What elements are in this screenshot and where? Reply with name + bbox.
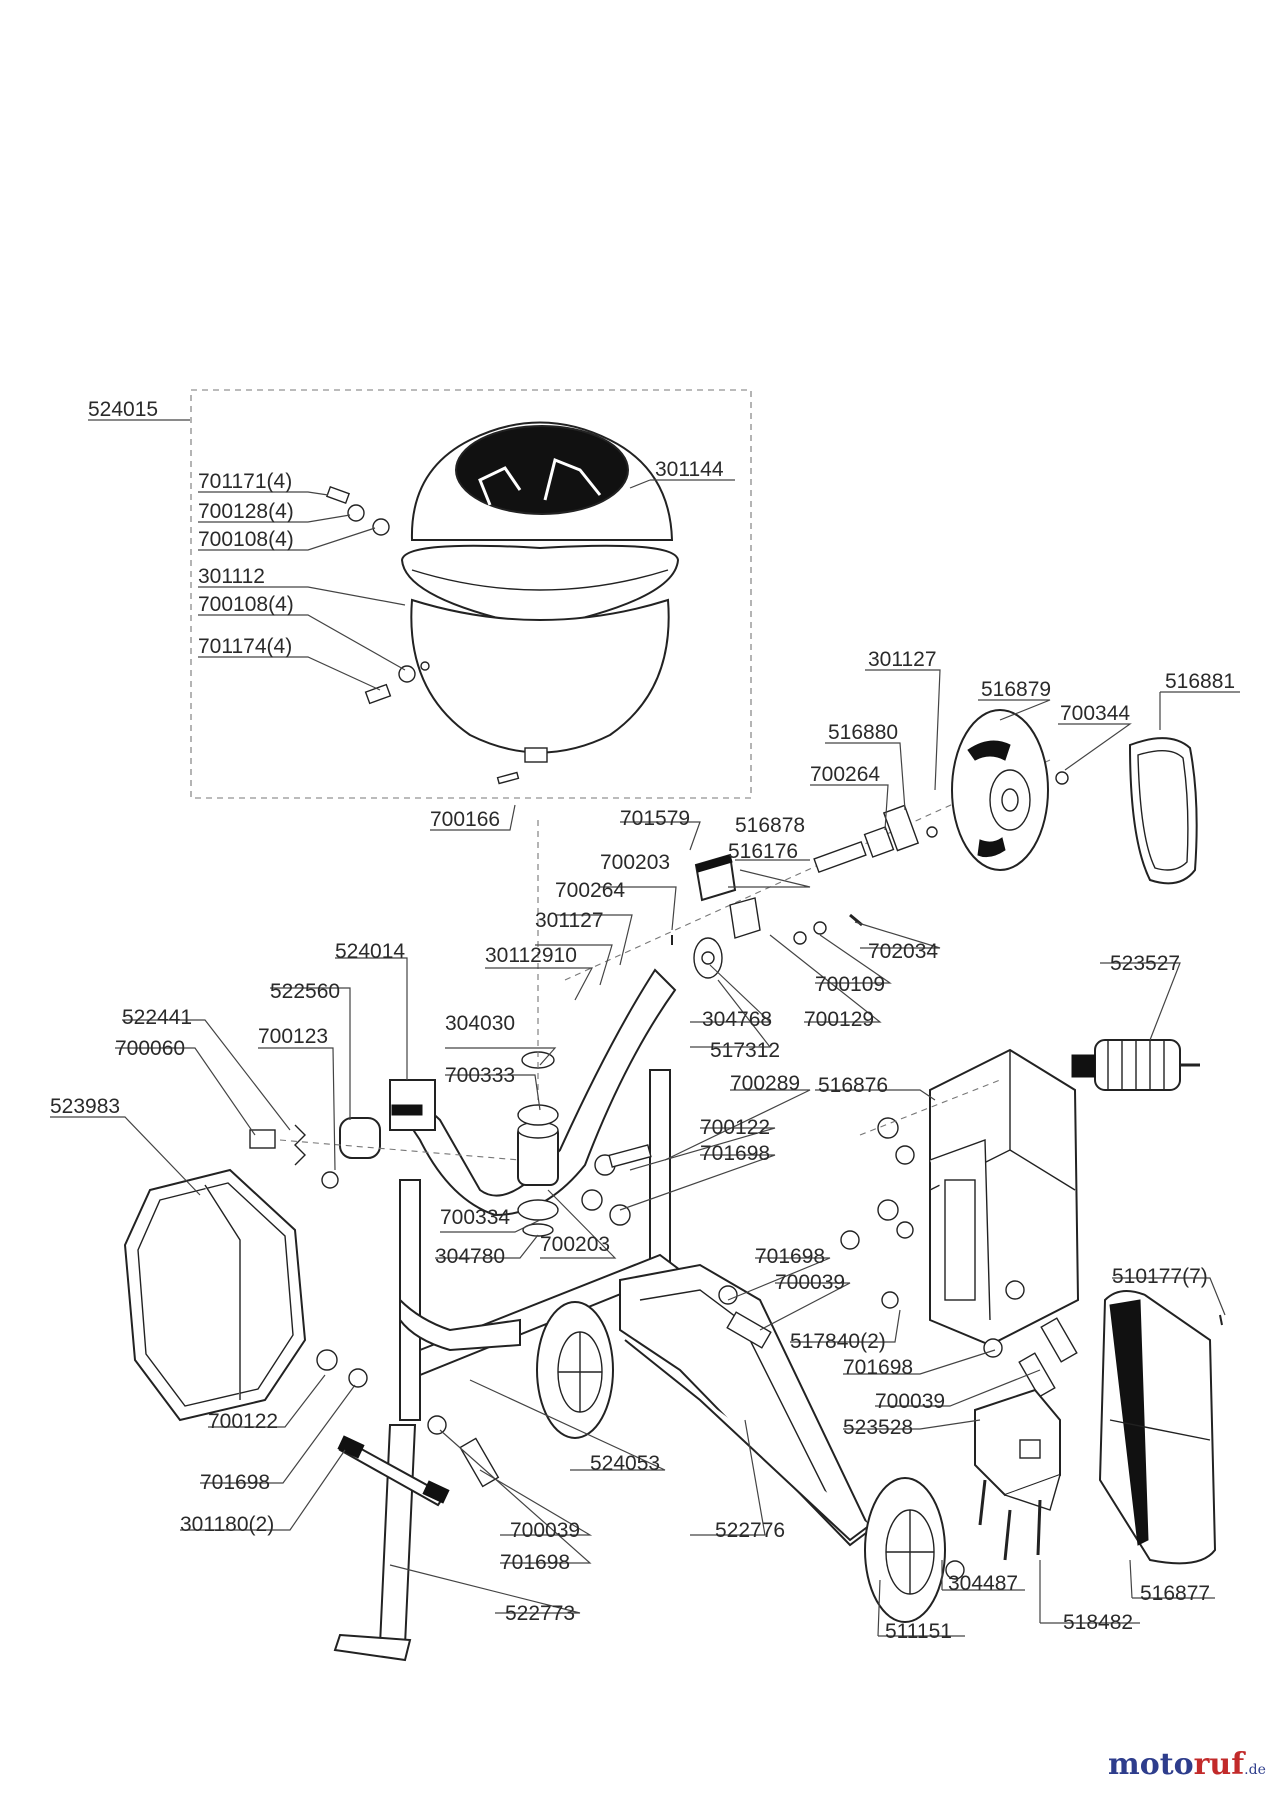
label-516176: 516176 — [728, 840, 798, 863]
label-301127-a: 301127 — [868, 648, 937, 671]
label-301127-b: 301127 — [535, 909, 604, 932]
part-labels: 524015 301144 701171(4) 700128(4) 700108… — [50, 398, 1235, 1643]
label-700039-b: 700039 — [875, 1390, 945, 1413]
label-700264-a: 700264 — [810, 763, 880, 786]
label-700108-b: 700108(4) — [198, 593, 294, 616]
label-517840: 517840(2) — [790, 1330, 886, 1353]
drum-assembly — [190, 389, 752, 799]
label-701698-e: 701698 — [500, 1551, 570, 1574]
label-524053: 524053 — [590, 1452, 660, 1475]
bolt-701171 — [325, 485, 390, 536]
label-700109: 700109 — [815, 973, 885, 996]
label-516876: 516876 — [818, 1074, 888, 1097]
label-700039-a: 700039 — [775, 1271, 845, 1294]
label-700039-c: 700039 — [510, 1519, 580, 1542]
label-30112910: 30112910 — [485, 944, 577, 967]
watermark-part1: moto — [1108, 1747, 1194, 1782]
label-701174: 701174(4) — [198, 635, 292, 658]
label-700344: 700344 — [1060, 702, 1130, 725]
label-701698-a: 701698 — [700, 1142, 770, 1165]
label-701579: 701579 — [620, 807, 690, 830]
label-301112: 301112 — [198, 565, 265, 588]
label-301144: 301144 — [655, 458, 724, 481]
label-511151: 511151 — [885, 1620, 952, 1643]
label-301180: 301180(2) — [180, 1513, 274, 1536]
label-522776: 522776 — [715, 1519, 785, 1542]
label-304487: 304487 — [948, 1572, 1018, 1595]
watermark-part3: .de — [1244, 1762, 1266, 1778]
label-524015: 524015 — [88, 398, 158, 421]
label-516881: 516881 — [1165, 670, 1235, 693]
wheel-right — [864, 1477, 965, 1623]
label-516878: 516878 — [735, 814, 805, 837]
label-700060: 700060 — [115, 1037, 185, 1060]
label-702034: 702034 — [868, 940, 938, 963]
label-700166: 700166 — [430, 808, 500, 831]
label-523527: 523527 — [1110, 952, 1180, 975]
label-518482: 518482 — [1063, 1611, 1133, 1634]
label-700122-b: 700122 — [208, 1410, 278, 1433]
label-516879: 516879 — [981, 678, 1051, 701]
label-523528: 523528 — [843, 1416, 913, 1439]
label-700203-a: 700203 — [600, 851, 670, 874]
label-516880: 516880 — [828, 721, 898, 744]
label-522441: 522441 — [122, 1006, 192, 1029]
label-701698-b: 701698 — [755, 1245, 825, 1268]
wheel-left — [536, 1301, 614, 1439]
label-700129: 700129 — [804, 1008, 874, 1031]
label-700123: 700123 — [258, 1025, 328, 1048]
label-700333: 700333 — [445, 1064, 515, 1087]
label-701171: 701171(4) — [198, 470, 292, 493]
label-517312: 517312 — [710, 1039, 780, 1062]
drive-assembly — [564, 709, 1198, 981]
label-700289: 700289 — [730, 1072, 800, 1095]
label-524014: 524014 — [335, 940, 405, 963]
label-516877: 516877 — [1140, 1582, 1210, 1605]
label-522560: 522560 — [270, 980, 340, 1003]
label-701698-c: 701698 — [843, 1356, 913, 1379]
label-700108-a: 700108(4) — [198, 528, 294, 551]
frame-assembly — [123, 820, 1001, 1662]
label-700334: 700334 — [440, 1206, 510, 1229]
leader-lines — [50, 419, 1240, 1637]
label-523983: 523983 — [50, 1095, 120, 1118]
label-700122-a: 700122 — [700, 1116, 770, 1139]
label-700264-b: 700264 — [555, 879, 625, 902]
label-304780: 304780 — [435, 1245, 505, 1268]
watermark-logo: motoruf.de — [1108, 1747, 1266, 1782]
label-304030: 304030 — [445, 1012, 515, 1035]
motor-assembly — [840, 1039, 1223, 1565]
label-700203-b: 700203 — [540, 1233, 610, 1256]
label-701698-d: 701698 — [200, 1471, 270, 1494]
drum-opening — [455, 425, 629, 515]
watermark-part2: ruf — [1193, 1747, 1245, 1782]
label-522773: 522773 — [505, 1602, 575, 1625]
label-510177: 510177(7) — [1112, 1265, 1208, 1288]
label-304768: 304768 — [702, 1008, 772, 1031]
label-700128: 700128(4) — [198, 500, 294, 523]
